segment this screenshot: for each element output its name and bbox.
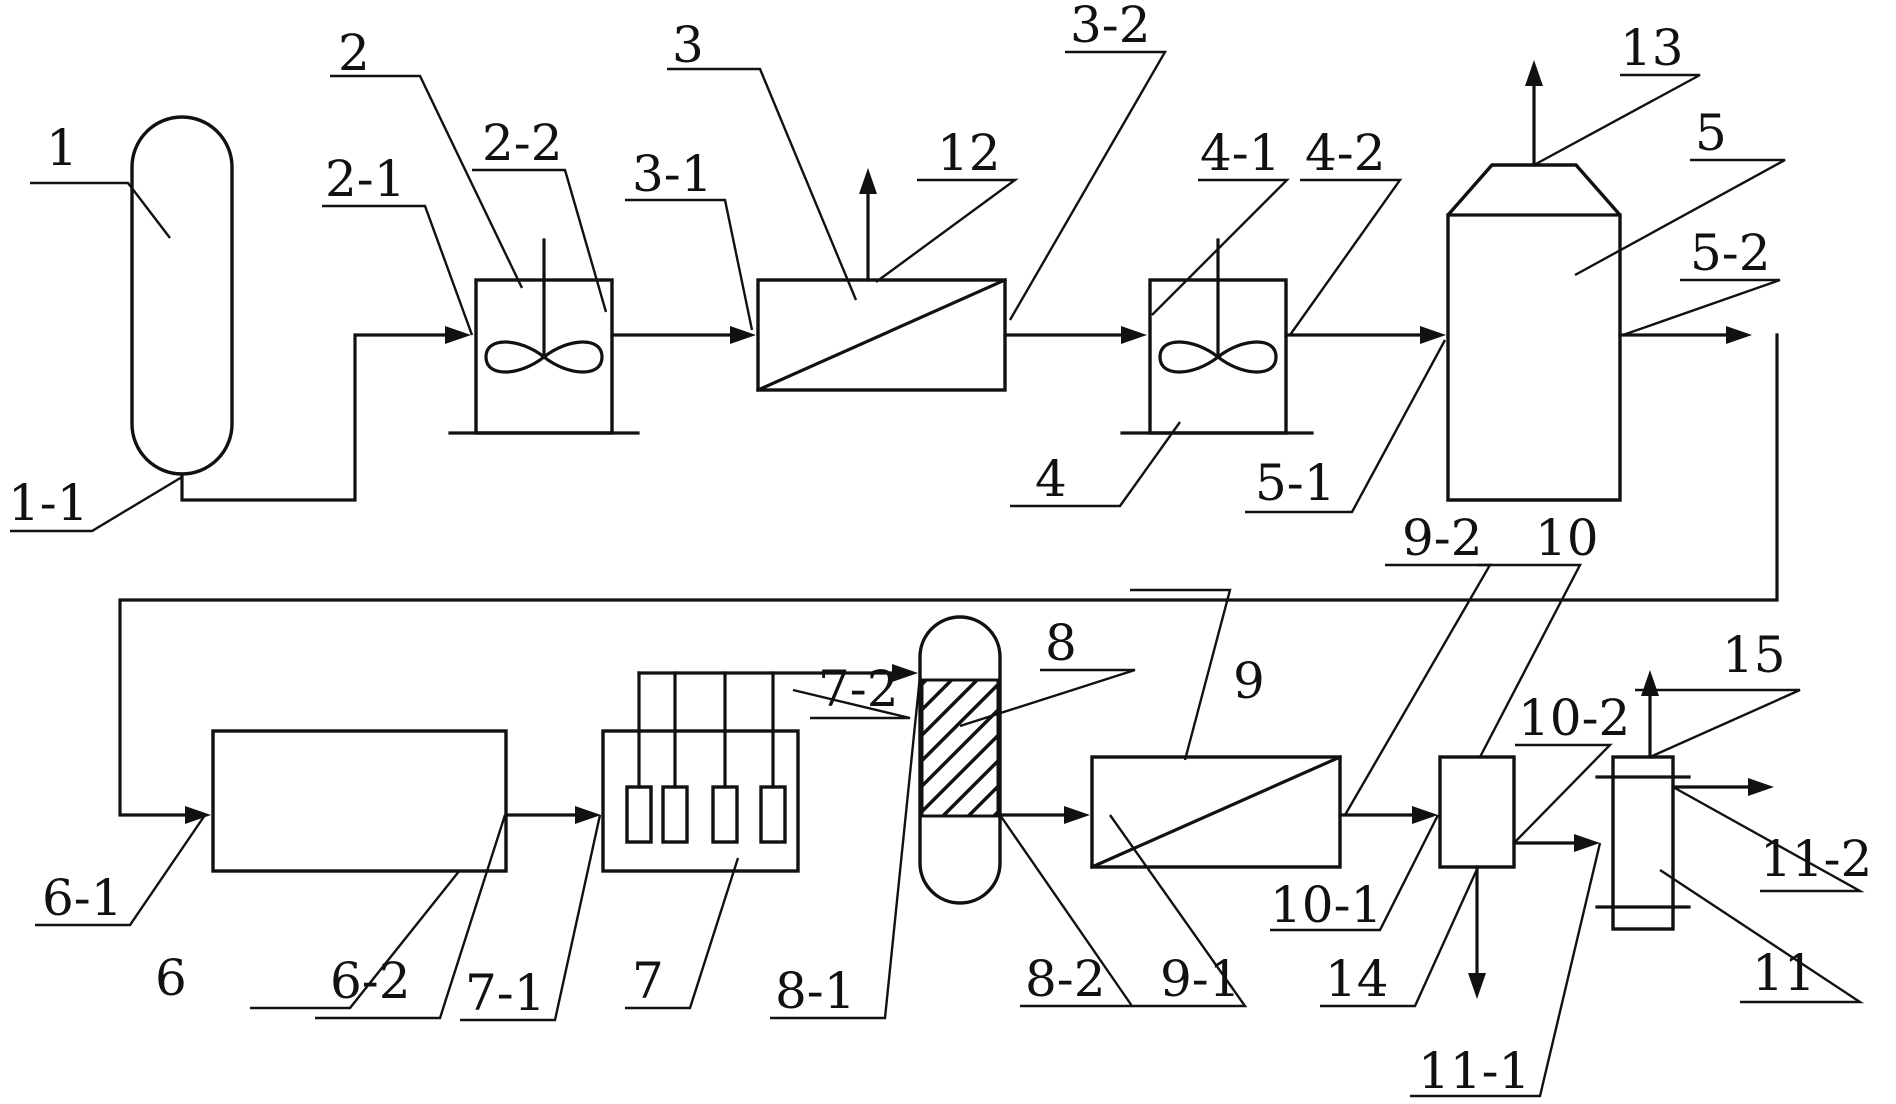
label-9-1: 9-1 (1160, 950, 1241, 1008)
label-6-2: 6-2 (330, 952, 411, 1010)
label-8-2: 8-2 (1025, 950, 1106, 1008)
label-5-2: 5-2 (1690, 224, 1771, 282)
label-12: 12 (937, 124, 1001, 182)
column-7d (759, 785, 787, 844)
arrow-into-9 (1064, 806, 1090, 824)
column-7a (625, 785, 653, 844)
exchanger-11 (1611, 755, 1675, 931)
label-8-1: 8-1 (775, 962, 856, 1020)
arrow-into-6 (185, 806, 211, 824)
label-10: 10 (1535, 509, 1599, 567)
label-9-2: 9-2 (1402, 509, 1483, 567)
agitator-4-impeller-icon (1158, 340, 1278, 374)
label-13: 13 (1620, 19, 1684, 77)
arrow-into-5 (1420, 326, 1446, 344)
label-5: 5 (1695, 104, 1727, 162)
label-10-1: 10-1 (1270, 876, 1382, 934)
outlet-14-arrow (1468, 973, 1486, 999)
label-2-1: 2-1 (325, 150, 406, 208)
label-5-1: 5-1 (1255, 454, 1336, 512)
arrow-into-2 (445, 326, 471, 344)
membrane-3-divider (755, 277, 1008, 393)
unit-6 (211, 729, 508, 873)
label-3-2: 3-2 (1070, 0, 1151, 54)
label-11-1: 11-1 (1418, 1042, 1530, 1100)
column-7c (711, 785, 739, 844)
packing-8 (920, 678, 1000, 818)
arrow-into-4 (1121, 326, 1147, 344)
tank-1 (130, 115, 234, 476)
label-4-1: 4-1 (1200, 124, 1281, 182)
label-9: 9 (1233, 652, 1265, 710)
unit-10 (1438, 755, 1516, 869)
label-2-2: 2-2 (482, 114, 563, 172)
arrow-into-8 (892, 664, 918, 682)
leader-lines (10, 50, 1865, 1098)
vent-13-arrow (1525, 60, 1543, 86)
agitator-2-impeller-icon (484, 340, 604, 374)
label-1-1: 1-1 (8, 474, 89, 532)
label-15: 15 (1722, 626, 1786, 684)
label-11-2: 11-2 (1760, 830, 1872, 888)
label-4: 4 (1035, 450, 1067, 508)
arrow-into-11 (1574, 834, 1600, 852)
label-11: 11 (1752, 944, 1816, 1002)
label-10-2: 10-2 (1518, 689, 1630, 747)
label-7-2: 7-2 (818, 660, 899, 718)
label-2: 2 (338, 24, 370, 82)
outlet-11-2-arrow (1748, 778, 1774, 796)
pipe-1-to-2 (180, 333, 457, 502)
arrow-into-3 (730, 326, 756, 344)
label-4-2: 4-2 (1305, 124, 1386, 182)
label-6: 6 (155, 949, 187, 1007)
label-6-1: 6-1 (42, 869, 123, 927)
arrow-into-10 (1412, 806, 1438, 824)
label-3-1: 3-1 (632, 145, 713, 203)
arrow-into-7 (575, 806, 601, 824)
label-7: 7 (632, 952, 664, 1010)
vent-12-arrow (859, 168, 877, 194)
label-7-1: 7-1 (465, 964, 546, 1022)
vent-15-arrow (1641, 670, 1659, 696)
pipe-5-to-6 (118, 333, 1779, 817)
label-3: 3 (672, 16, 704, 74)
label-8: 8 (1045, 614, 1077, 672)
arrow-5-out (1726, 326, 1752, 344)
label-14: 14 (1325, 950, 1389, 1008)
column-7b (661, 785, 689, 844)
label-1: 1 (46, 119, 78, 177)
